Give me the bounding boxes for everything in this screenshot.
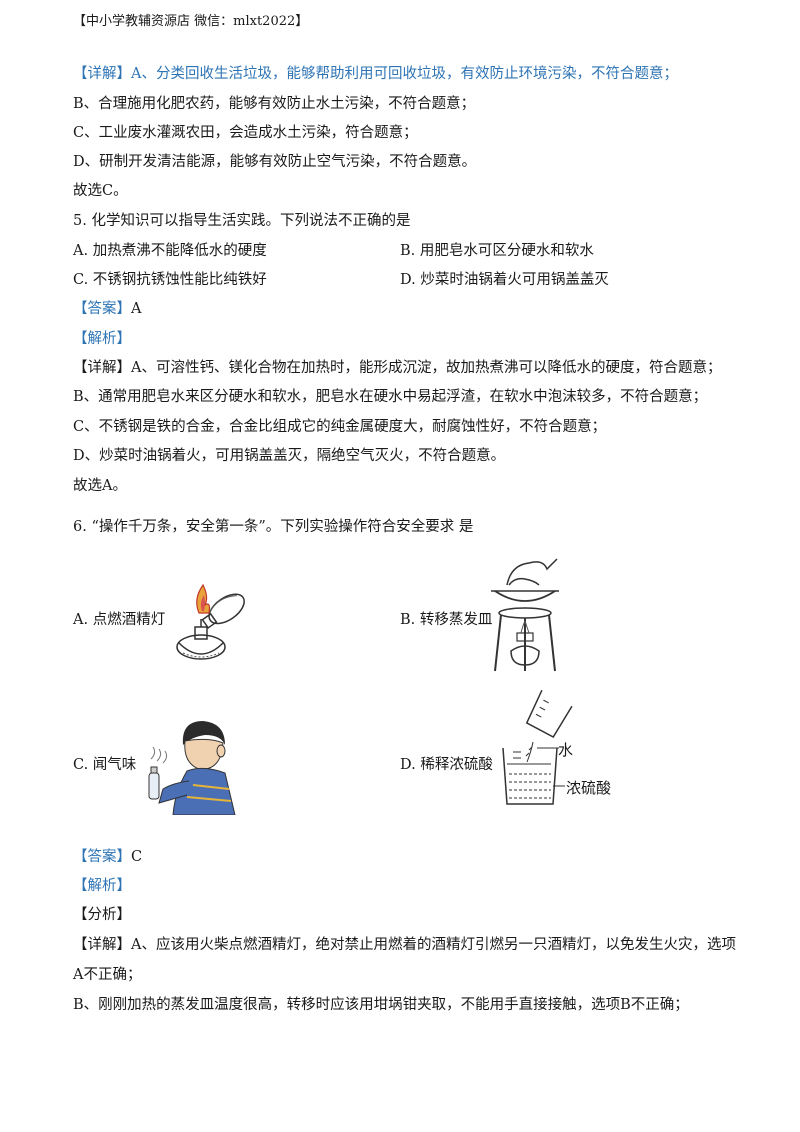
q5-answer: 【答案】A — [73, 299, 141, 319]
q5-option-a: A. 加热煮沸不能降低水的硬度 — [73, 243, 267, 259]
q6-explain-line-1: 【详解】A、应该用火柴点燃酒精灯，绝对禁止用燃着的酒精灯引燃另一只酒精灯，以免发… — [73, 937, 736, 953]
q5-conclusion: 故选A。 — [73, 478, 127, 494]
q4-explain-line-2: B、合理施用化肥农药，能够有效防止水土污染，不符合题意； — [73, 96, 476, 112]
q5-option-b: B. 用肥皂水可区分硬水和软水 — [400, 243, 594, 259]
q6-analysis-label: 【解析】 — [73, 878, 131, 894]
figure-alcohol-lamp — [165, 575, 255, 670]
q6-option-d: D. 稀释浓硫酸 — [400, 757, 493, 773]
figure-d-label-water: 水 — [558, 741, 574, 759]
q5-answer-label: 【答案】 — [73, 301, 131, 317]
q6-explain-line-2: A不正确； — [73, 967, 142, 983]
q6-option-c: C. 闻气味 — [73, 757, 137, 773]
q5-option-d: D. 炒菜时油锅着火可用锅盖盖灭 — [400, 272, 609, 288]
figure-evaporating-dish — [485, 555, 565, 675]
q5-answer-value: A — [131, 301, 142, 317]
q5-stem: 5. 化学知识可以指导生活实践。下列说法不正确的是 — [73, 213, 411, 229]
q6-fenxi-label: 【分析】 — [73, 907, 131, 923]
q6-stem: 6. “操作千万条，安全第一条”。下列实验操作符合安全要求 是 — [73, 519, 474, 535]
q5-explain-line-2: B、通常用肥皂水来区分硬水和软水，肥皂水在硬水中易起浮渣，在软水中泡沫较多，不符… — [73, 389, 708, 405]
figure-smelling-boy — [143, 715, 238, 815]
q4-conclusion: 故选C。 — [73, 183, 128, 199]
q6-answer: 【答案】C — [73, 847, 142, 867]
q5-explain-line-1: 【详解】A、可溶性钙、镁化合物在加热时，能形成沉淀，故加热煮沸可以降低水的硬度，… — [73, 360, 722, 376]
q6-option-b: B. 转移蒸发皿 — [400, 612, 493, 628]
q4-explain-line-1: 【详解】A、分类回收生活垃圾，能够帮助利用可回收垃圾，有效防止环境污染，不符合题… — [73, 66, 678, 82]
q5-analysis-label: 【解析】 — [73, 331, 131, 347]
q6-answer-label: 【答案】 — [73, 849, 131, 865]
page-header: 【中小学教辅资源店 微信：mlxt2022】 — [73, 14, 309, 29]
figure-d-label-acid: 浓硫酸 — [566, 779, 612, 797]
q4-explain-line-4: D、研制开发清洁能源，能够有效防止空气污染，不符合题意。 — [73, 154, 477, 170]
figure-dilute-acid — [493, 690, 613, 810]
q5-explain-line-4: D、炒菜时油锅着火，可用锅盖盖灭，隔绝空气灭火，不符合题意。 — [73, 448, 506, 464]
q5-option-c: C. 不锈钢抗锈蚀性能比纯铁好 — [73, 272, 267, 288]
q6-explain-line-3: B、刚刚加热的蒸发皿温度很高，转移时应该用坩埚钳夹取，不能用手直接接触，选项B不… — [73, 997, 689, 1013]
q5-explain-line-3: C、不锈钢是铁的合金，合金比组成它的纯金属硬度大，耐腐蚀性好，不符合题意； — [73, 419, 607, 435]
q6-option-a: A. 点燃酒精灯 — [73, 612, 166, 628]
q4-explain-line-3: C、工业废水灌溉农田，会造成水土污染，符合题意； — [73, 125, 418, 141]
q6-answer-value: C — [131, 849, 143, 865]
